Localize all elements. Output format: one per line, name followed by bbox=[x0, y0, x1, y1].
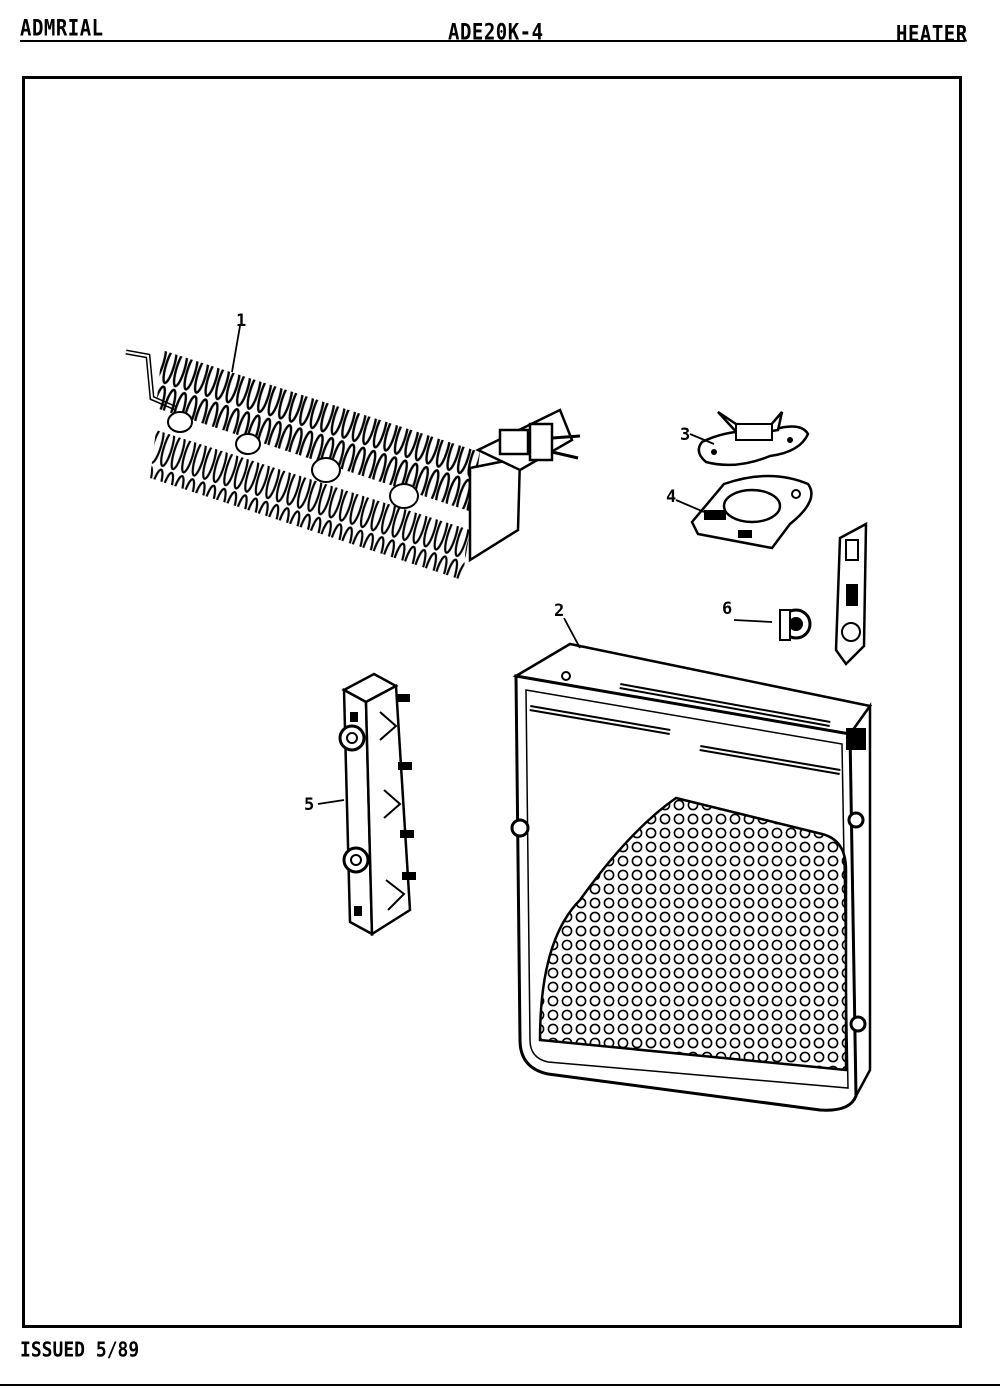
callout-4: 4 bbox=[666, 487, 676, 507]
callout-2: 2 bbox=[554, 601, 564, 621]
leader-lines bbox=[231, 325, 773, 805]
issue-date: ISSUED 5/89 bbox=[20, 1338, 140, 1363]
gasket-icon bbox=[690, 474, 813, 550]
header-rule bbox=[160, 40, 965, 42]
section-title: HEATER bbox=[896, 22, 968, 48]
callout-6: 6 bbox=[722, 599, 732, 619]
callout-3: 3 bbox=[680, 425, 690, 445]
thermostat-icon bbox=[697, 410, 810, 467]
thermal-fuse-icon bbox=[779, 521, 868, 666]
diagram-frame bbox=[22, 76, 962, 1328]
terminal-block-icon bbox=[338, 672, 416, 937]
footer-rule bbox=[0, 1384, 1000, 1386]
callout-1: 1 bbox=[236, 311, 246, 331]
header-rule-left bbox=[20, 40, 160, 42]
heater-coil-icon bbox=[125, 349, 581, 580]
perforated-housing-icon bbox=[510, 642, 873, 1112]
brand-label: ADMRIAL bbox=[20, 16, 104, 42]
callout-5: 5 bbox=[304, 795, 314, 815]
